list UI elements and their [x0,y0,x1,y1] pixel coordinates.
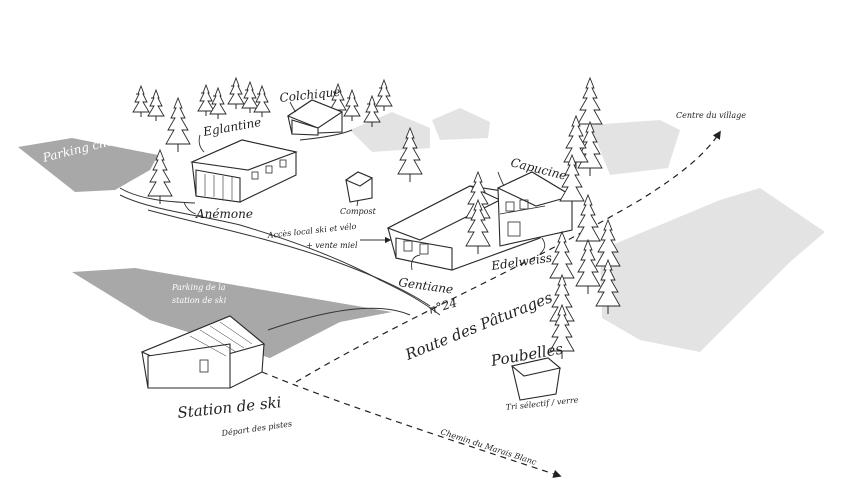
label-parking-ski-1: Parking de la [171,283,226,292]
parking-chalets-area [18,138,158,192]
label-edelweiss: Edelweiss [489,251,552,273]
compost [344,171,374,203]
label-number: n°24 [427,295,459,316]
label-colchique: Colchique [279,85,341,105]
trash-bin [510,357,562,401]
ghost-buildings [350,108,825,352]
path-centre-village [295,130,721,383]
building-colchique [286,99,344,136]
label-centre: Centre du village [676,111,746,120]
trees-back [132,77,393,128]
label-anemone: Anémone [195,207,253,221]
dashed-paths [261,130,721,478]
label-compost: Compost [340,207,377,216]
label-station: Station de ski [177,393,283,422]
parking-ski-area [72,268,392,358]
building-station-ski [140,315,266,389]
label-chemin: Chemin du Marais Blanc [439,427,538,467]
label-acces-1: Accès local ski et vélo [266,222,357,240]
building-eglantine [190,139,298,203]
label-eglantine: Eglantine [201,115,262,139]
roads [119,129,441,331]
label-parking-ski-2: station de ski [172,296,227,305]
label-acces-2: + vente miel [306,241,358,250]
leader-lines [183,101,546,271]
label-tri: Tri sélectif / verre [505,395,579,412]
label-depart: Départ des pistes [220,419,293,438]
